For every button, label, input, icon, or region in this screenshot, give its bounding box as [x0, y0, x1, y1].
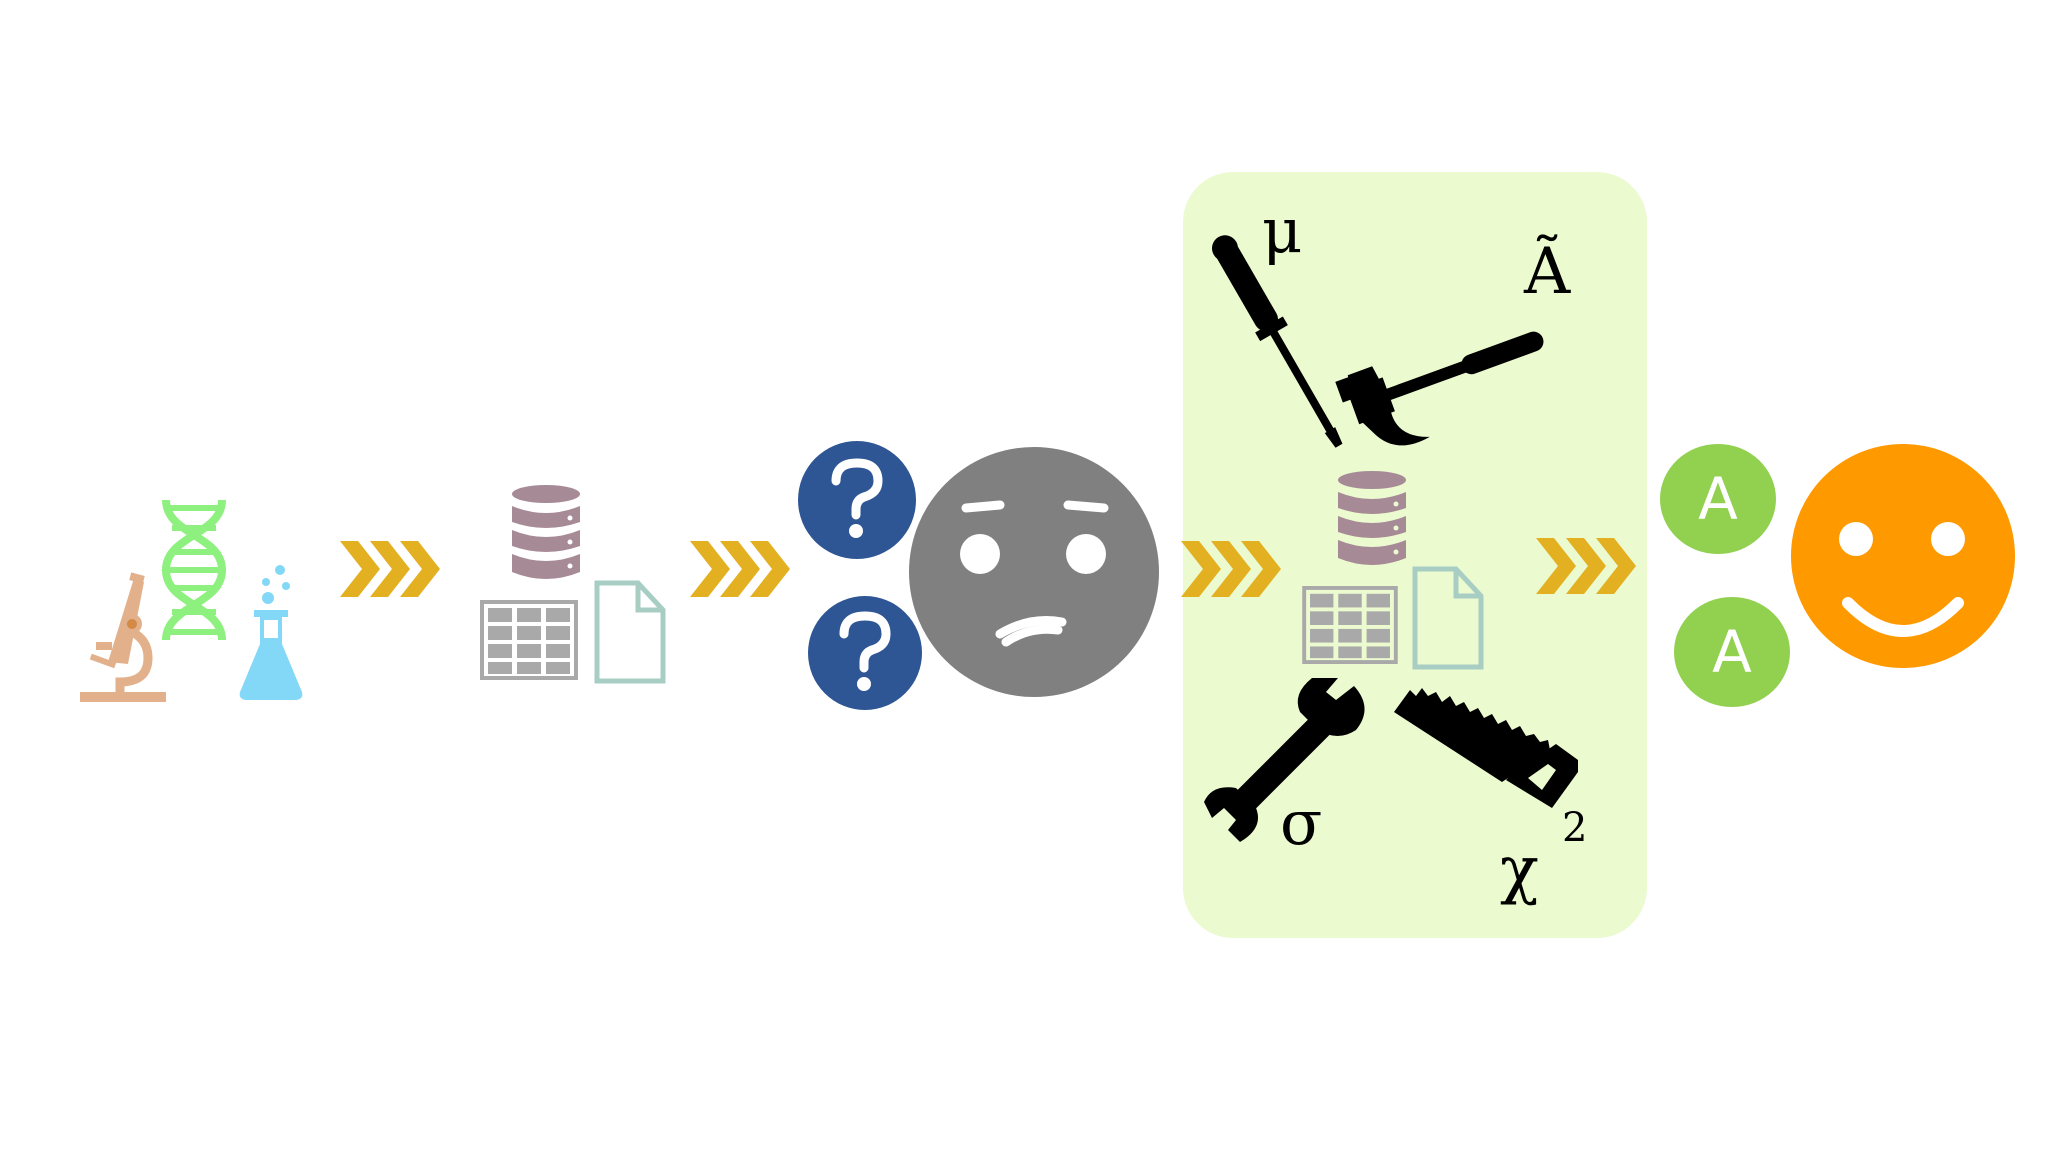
question-mark-icon	[839, 611, 891, 691]
mu-label: μ	[1262, 194, 1303, 267]
experiment-group	[70, 490, 310, 720]
table-icon	[480, 600, 578, 680]
sigma-label: σ	[1280, 786, 1323, 859]
dna-icon	[161, 499, 227, 641]
table-icon	[1302, 586, 1398, 664]
arrow-chevrons-icon	[340, 541, 440, 597]
data-group	[480, 484, 680, 684]
sad-face-icon	[909, 447, 1159, 697]
flask-icon	[239, 565, 303, 700]
chi-power-label: 2	[1562, 805, 1588, 851]
database-icon	[512, 485, 580, 579]
arrow-chevrons-icon	[1181, 541, 1281, 597]
chi-label: χ	[1500, 833, 1539, 907]
question-bubble-top	[798, 441, 916, 559]
document-icon	[594, 580, 666, 684]
arrow-chevrons-icon	[690, 541, 790, 597]
chi-squared-label: χ 2	[1500, 808, 1587, 902]
answer-bubble-bottom: A	[1674, 597, 1790, 707]
saw-icon	[1394, 688, 1578, 808]
arrow-chevrons-icon	[1536, 538, 1636, 594]
question-mark-icon	[831, 458, 883, 538]
database-icon	[1338, 471, 1406, 565]
document-icon	[1412, 566, 1484, 670]
screwdriver-icon	[1212, 235, 1343, 448]
microscope-icon	[80, 572, 166, 702]
question-bubble-bottom	[808, 596, 922, 710]
answer-bubble-top: A	[1660, 444, 1776, 554]
happy-face-icon	[1791, 444, 2015, 668]
a-tilde-label: Ã	[1524, 235, 1571, 309]
hammer-icon	[1335, 331, 1544, 446]
wrench-icon	[1204, 678, 1365, 842]
toolbox-data-group	[1302, 470, 1484, 670]
